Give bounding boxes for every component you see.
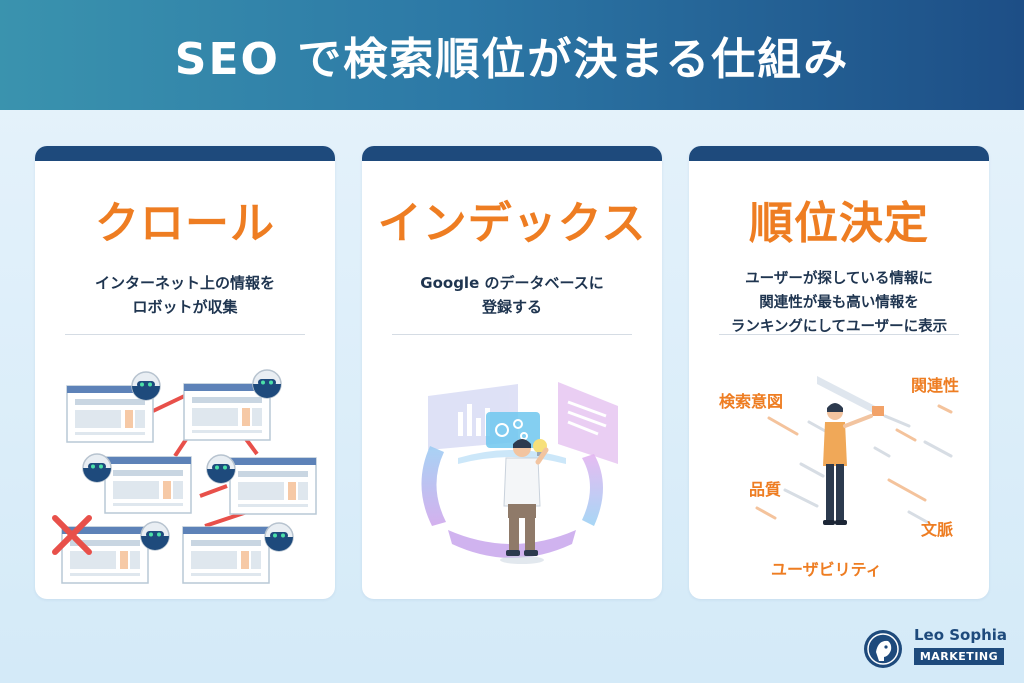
robot-icon (131, 371, 161, 401)
data-panel (558, 382, 618, 464)
keyword-search-intent: 検索意図 (719, 392, 784, 411)
keyword-context: 文脈 (921, 520, 954, 539)
card-index: インデックス Google のデータベースに 登録する (362, 146, 662, 599)
card-heading-crawl: クロール (95, 198, 275, 249)
divider (719, 334, 959, 335)
page-title: SEO で検索順位が決まる仕組み (174, 34, 850, 85)
robot-icon (140, 521, 170, 551)
decorative-dashes (755, 404, 953, 524)
card-header-bar (362, 146, 662, 161)
card-description-ranking: ユーザーが探している情報に 関連性が最も高い情報を ランキングにしてユーザーに表… (730, 271, 948, 335)
card-heading-ranking: 順位決定 (749, 198, 929, 249)
keyword-relevance: 関連性 (911, 376, 960, 395)
card-description-crawl: インターネット上の情報を ロボットが収集 (94, 274, 275, 316)
person-figure (503, 439, 549, 556)
keyword-usability: ユーザビリティ (771, 560, 882, 579)
logo-name: Leo Sophia (914, 626, 1008, 644)
person-figure (823, 403, 873, 525)
cross-icon (52, 515, 92, 555)
ranking-illustration (755, 376, 953, 525)
card-crawl: クロール インターネット上の情報を ロボットが収集 (35, 146, 335, 599)
divider (392, 334, 632, 335)
robot-icon (82, 453, 112, 483)
brand-logo: Leo Sophia MARKETING (862, 626, 1012, 674)
robot-icon (206, 454, 236, 484)
card-header-bar (689, 146, 989, 161)
crawl-illustration (52, 369, 317, 584)
webpage-icon (182, 526, 270, 584)
divider (65, 334, 305, 335)
title-banner: SEO で検索順位が決まる仕組み (0, 0, 1024, 110)
card-header-bar (35, 146, 335, 161)
robot-icon (252, 369, 282, 399)
hologram-window (486, 412, 540, 448)
lion-logo-icon (864, 630, 902, 668)
card-ranking: 順位決定 ユーザーが探している情報に 関連性が最も高い情報を ランキングにしてユ… (689, 146, 989, 599)
logo-tagline: MARKETING (914, 648, 1004, 665)
keyword-quality: 品質 (749, 480, 782, 499)
index-illustration (421, 382, 618, 564)
robot-icon (264, 522, 294, 552)
webpage-icon (229, 457, 317, 515)
card-heading-index: インデックス (377, 198, 647, 249)
card-description-index: Google のデータベースに 登録する (420, 274, 604, 316)
search-bar (817, 376, 884, 416)
webpage-icon (104, 456, 192, 514)
